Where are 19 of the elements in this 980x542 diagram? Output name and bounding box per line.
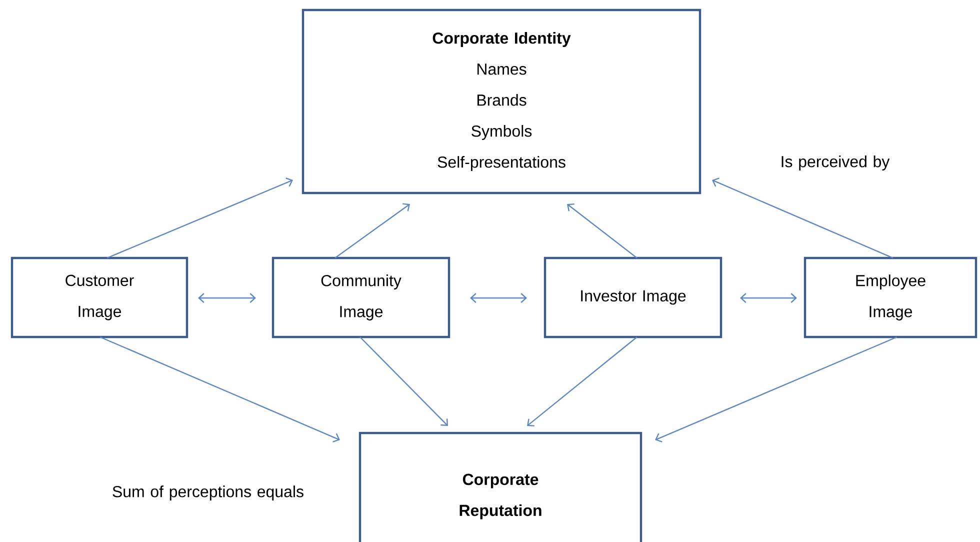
arrow: [360, 336, 448, 426]
arrow: [106, 178, 293, 259]
arrow: [740, 293, 797, 303]
text-box: Corporate Reputation: [358, 432, 642, 542]
arrow: [470, 293, 527, 303]
text-box: Corporate Identity Names Brands Symbols Self-presentations: [302, 8, 702, 194]
text-box: Community Image: [272, 256, 450, 338]
text-box: Investor Image: [544, 256, 722, 338]
arrow: [712, 178, 894, 259]
text-box: Customer Image: [10, 256, 188, 338]
note-text: Sum of perceptions equals: [112, 486, 304, 500]
text-box: Employee Image: [804, 256, 978, 338]
arrow: [527, 336, 638, 426]
arrow: [198, 293, 256, 303]
arrow: [334, 203, 410, 258]
arrow: [655, 336, 898, 442]
arrow: [567, 203, 638, 258]
note-text: Is perceived by: [782, 156, 890, 170]
arrow: [100, 336, 340, 442]
